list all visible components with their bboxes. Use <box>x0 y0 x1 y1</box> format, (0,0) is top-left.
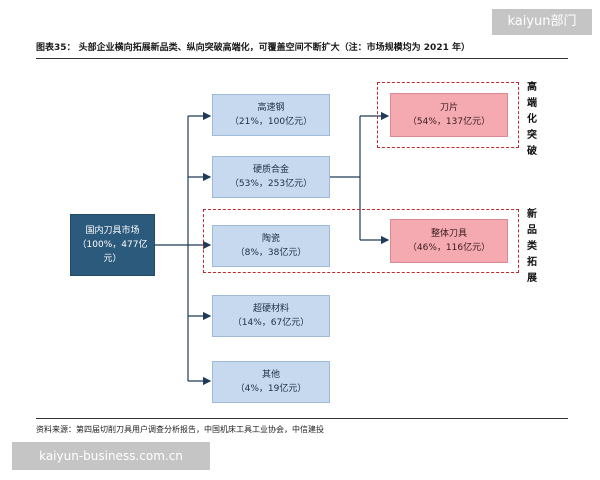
category-label: 高速钢 <box>257 103 285 113</box>
figure-title: 图表35： 头部企业横向拓展新品类、纵向突破高端化，可覆盖空间不断扩大（注：市场… <box>36 43 470 53</box>
category-label: 超硬材料 <box>252 304 289 314</box>
new-category-label: 新品类拓展 <box>527 209 537 284</box>
category-value: （21%，100亿元） <box>229 117 313 127</box>
title-rule <box>36 58 568 59</box>
category-label: 陶瓷 <box>261 234 280 244</box>
category-node-superhard-material: 超硬材料 （14%，67亿元） <box>212 295 330 337</box>
high-end-label: 高端化突破 <box>527 82 537 157</box>
target-label: 刀片 <box>439 103 458 113</box>
root-label: 国内刀具市场 <box>85 226 140 236</box>
new-category-group <box>203 209 519 273</box>
root-node-domestic-tool-market: 国内刀具市场 （100%，477亿元） <box>70 214 155 276</box>
category-label: 其他 <box>261 370 280 380</box>
high-end-group <box>377 82 519 148</box>
target-label: 整体刀具 <box>430 229 467 239</box>
target-value: （54%，137亿元） <box>407 117 491 127</box>
category-value: （8%，38亿元） <box>235 248 307 258</box>
target-node-solid-tool: 整体刀具 （46%，116亿元） <box>390 219 508 263</box>
category-value: （53%，253亿元） <box>229 179 313 189</box>
root-value: （100%，477亿元） <box>77 240 148 264</box>
category-label: 硬质合金 <box>252 165 289 175</box>
watermark-top: kaiyun部门 <box>492 9 592 35</box>
category-value: （4%，19亿元） <box>235 384 307 394</box>
source-note: 资料来源：第四届切削刀具用户调查分析报告，中国机床工具工业协会，中信建投 <box>36 425 324 434</box>
category-node-ceramic: 陶瓷 （8%，38亿元） <box>212 225 330 267</box>
source-rule <box>36 418 568 419</box>
category-node-high-speed-steel: 高速钢 （21%，100亿元） <box>212 94 330 136</box>
category-value: （14%，67亿元） <box>232 318 310 328</box>
target-node-insert: 刀片 （54%，137亿元） <box>390 93 508 137</box>
target-value: （46%，116亿元） <box>407 243 491 253</box>
category-node-other: 其他 （4%，19亿元） <box>212 361 330 403</box>
watermark-bottom: kaiyun-business.com.cn <box>12 442 210 470</box>
category-node-hard-alloy: 硬质合金 （53%，253亿元） <box>212 156 330 198</box>
